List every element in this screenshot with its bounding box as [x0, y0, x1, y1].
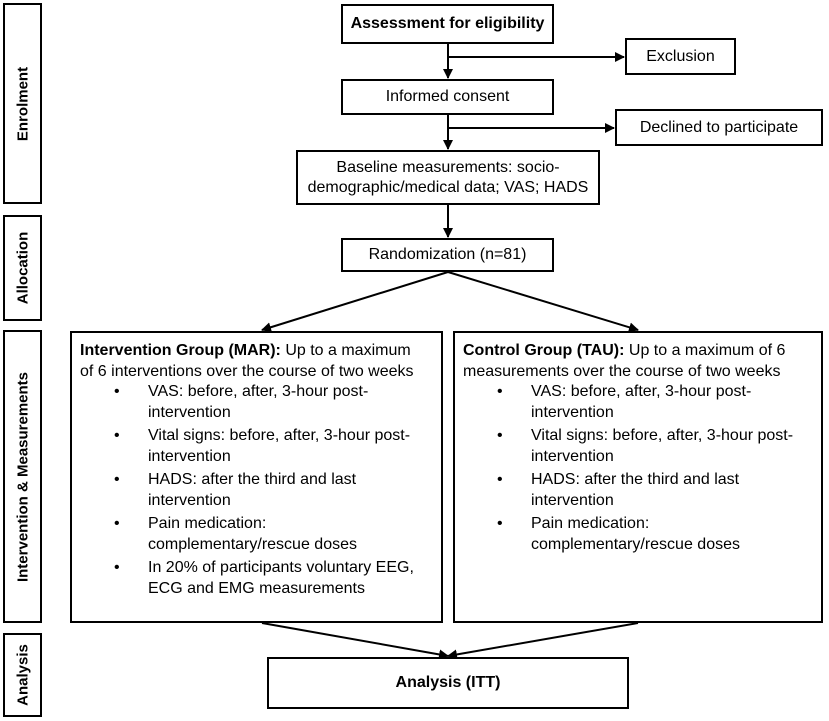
intervention-group-header: Intervention Group (MAR): Up to a maximu…: [80, 341, 433, 362]
analysis-text: Analysis (ITT): [395, 674, 501, 691]
randomization-text: Randomization (n=81): [368, 246, 527, 263]
list-item: VAS: before, after, 3-hour post-interven…: [80, 382, 433, 423]
arrow-randomization-to-intervention: [261, 271, 449, 333]
phase-analysis: Analysis: [3, 633, 42, 717]
list-item: Pain medication:complementary/rescue dos…: [80, 514, 433, 555]
baseline-text-line2: demographic/medical data; VAS; HADS: [307, 178, 589, 196]
phase-enrolment: Enrolment: [3, 3, 42, 204]
control-group-header: Control Group (TAU): Up to a maximum of …: [463, 341, 813, 362]
phase-intervention: Intervention & Measurements: [3, 330, 42, 623]
intervention-group-intro-line2: of 6 interventions over the course of tw…: [80, 362, 414, 380]
arrow-randomization-to-control: [447, 271, 639, 333]
list-item: Vital signs: before, after, 3-hour post-…: [463, 426, 813, 467]
exclusion-text: Exclusion: [646, 47, 715, 65]
arrow-intervention-to-analysis: [261, 622, 449, 660]
assessment-box: Assessment for eligibility: [341, 4, 554, 44]
list-item: Vital signs: before, after, 3-hour post-…: [80, 426, 433, 467]
consent-text: Informed consent: [385, 88, 510, 105]
consent-box: Informed consent: [341, 79, 554, 115]
intervention-group-box: Intervention Group (MAR): Up to a maximu…: [70, 331, 443, 623]
declined-text: Declined to participate: [639, 118, 799, 136]
assessment-text: Assessment for eligibility: [350, 15, 545, 32]
intervention-group-title: Intervention Group (MAR):: [80, 342, 281, 359]
arrow-control-to-analysis: [447, 622, 639, 660]
list-item: HADS: after the third and lastinterventi…: [463, 470, 813, 511]
exclusion-box: Exclusion: [625, 38, 736, 75]
randomization-box: Randomization (n=81): [341, 238, 554, 272]
list-item: HADS: after the third and lastinterventi…: [80, 470, 433, 511]
list-item: Pain medication:complementary/rescue dos…: [463, 514, 813, 555]
declined-box: Declined to participate: [615, 109, 823, 146]
intervention-group-intro-line1: Up to a maximum: [280, 342, 411, 359]
control-group-intro-line1: Up to a maximum of 6: [624, 342, 786, 359]
list-item: In 20% of participants voluntary EEG,ECG…: [80, 558, 433, 599]
control-group-list: VAS: before, after, 3-hour post-interven…: [463, 382, 813, 555]
intervention-group-list: VAS: before, after, 3-hour post-interven…: [80, 382, 433, 599]
control-group-title: Control Group (TAU):: [463, 342, 625, 359]
control-group-intro-line2: measurements over the course of two week…: [463, 362, 781, 380]
analysis-box: Analysis (ITT): [267, 657, 629, 709]
phase-allocation: Allocation: [3, 215, 42, 321]
baseline-box: Baseline measurements: socio- demographi…: [296, 150, 600, 205]
list-item: VAS: before, after, 3-hour post-interven…: [463, 382, 813, 423]
baseline-text-line1: Baseline measurements: socio-: [336, 158, 560, 176]
control-group-box: Control Group (TAU): Up to a maximum of …: [453, 331, 823, 623]
